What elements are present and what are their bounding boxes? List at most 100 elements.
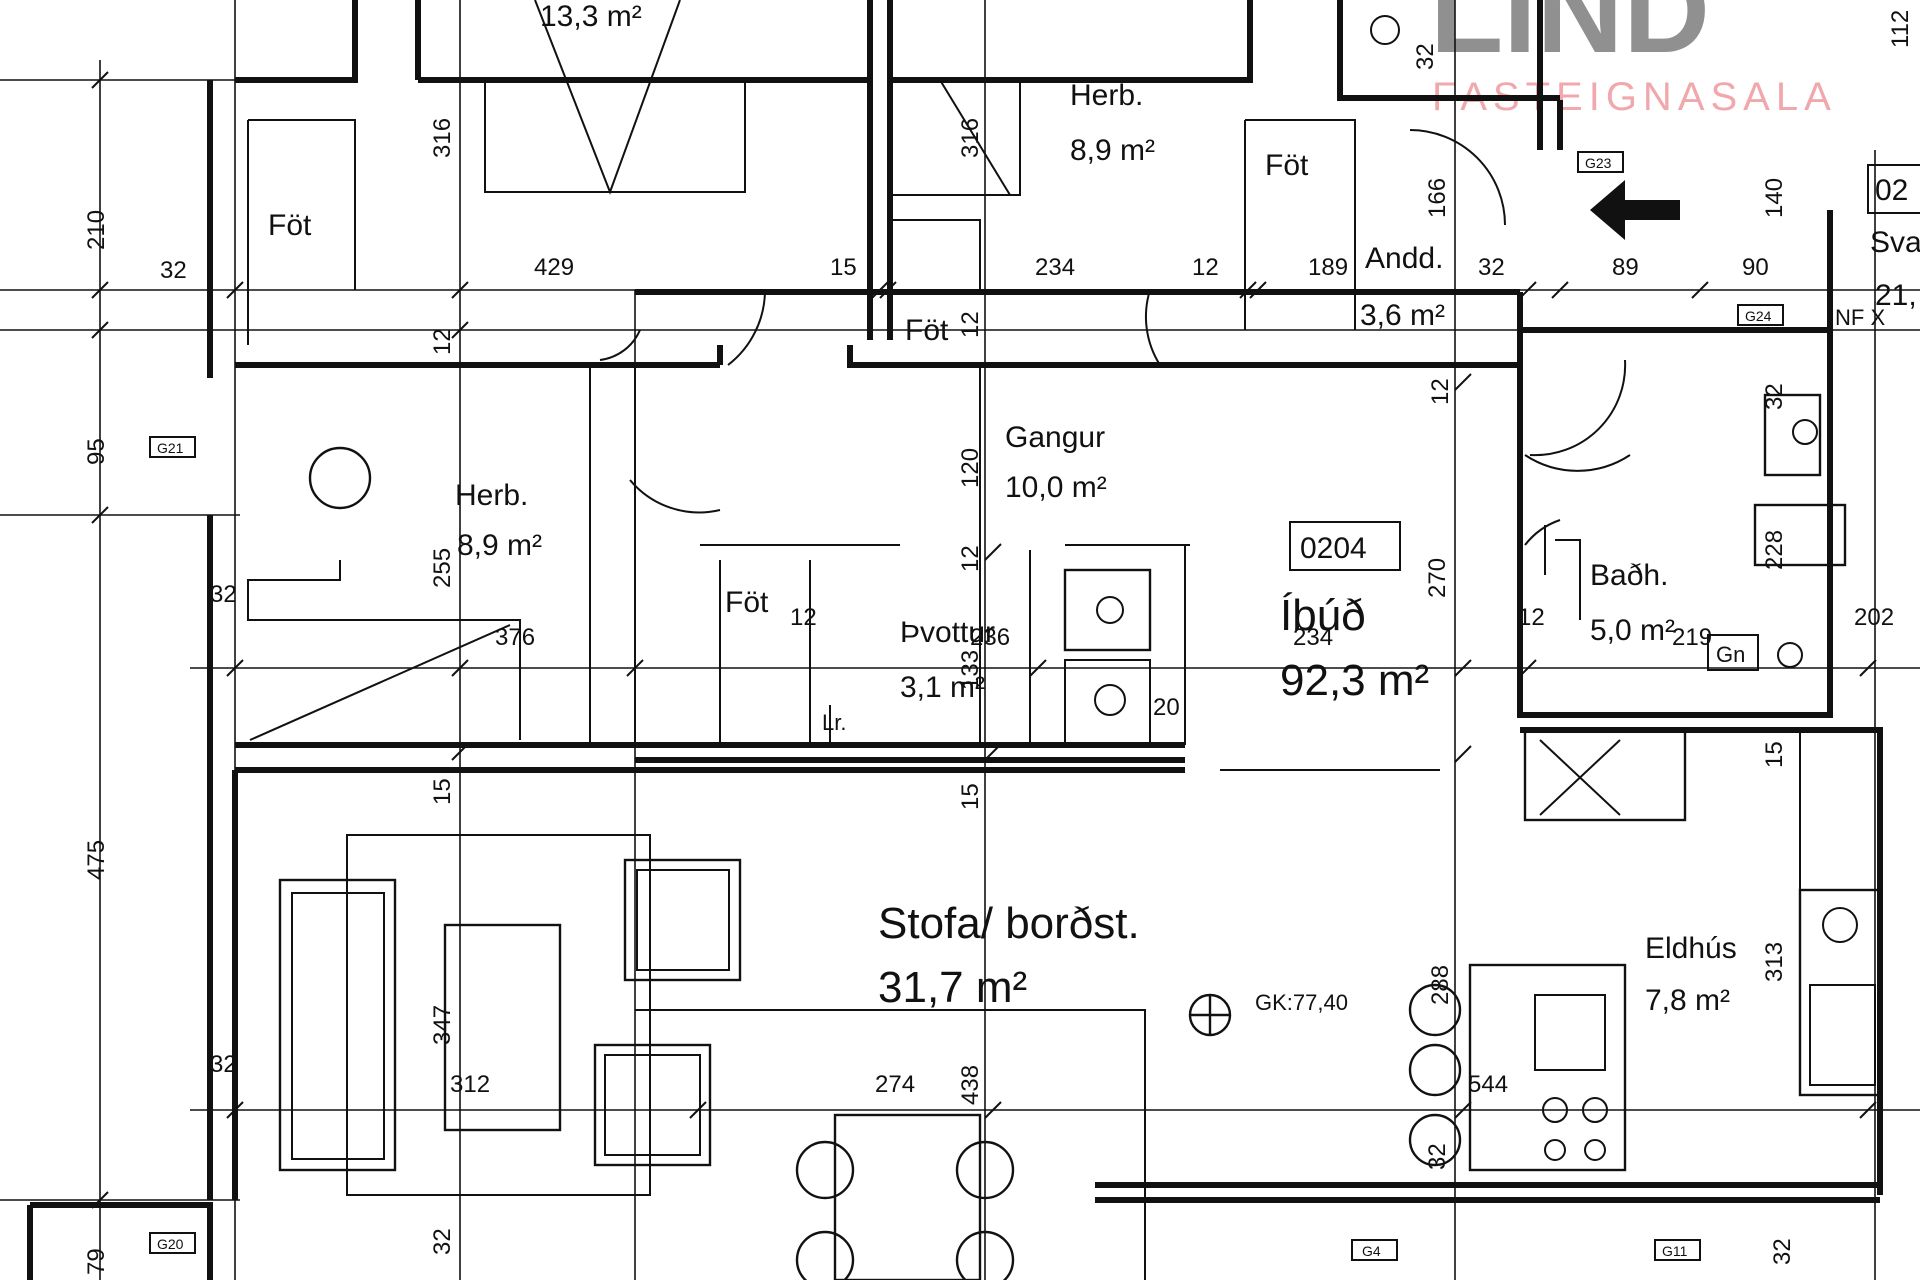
andd-area: 3,6 m² — [1360, 299, 1445, 332]
unit-name: Íbúð — [1280, 591, 1366, 640]
dim-label: 429 — [534, 254, 574, 281]
dim-label: 90 — [1742, 254, 1769, 281]
dim-label: 544 — [1468, 1071, 1508, 1098]
walls — [27, 0, 1883, 1280]
dim-label: 270 — [1424, 558, 1451, 598]
dim-label: 312 — [450, 1071, 490, 1098]
herb-left-area: 8,9 m² — [457, 529, 542, 562]
tag-label: G11 — [1662, 1243, 1688, 1259]
dim-label: 202 — [1854, 604, 1894, 631]
partitions — [247, 119, 1546, 771]
dim-label: 219 — [1672, 624, 1712, 651]
tag-label: G21 — [157, 440, 184, 456]
dim-label: 140 — [1761, 178, 1788, 218]
dim-label: 32 — [1412, 43, 1439, 70]
entry-arrow-icon — [1590, 180, 1680, 240]
dim-label: 475 — [83, 840, 110, 880]
tag-box — [149, 1232, 196, 1254]
lr-label: Lr. — [822, 710, 846, 735]
gn-label: Gn — [1716, 642, 1745, 667]
herb-left-name: Herb. — [455, 479, 528, 512]
tag-box — [1654, 1239, 1701, 1261]
nf-label: NF X — [1835, 305, 1885, 330]
dim-label: 32 — [429, 1228, 456, 1255]
dim-label: 15 — [957, 783, 984, 810]
dim-label: 15 — [830, 254, 857, 281]
stofa-name: Stofa/ borðst. — [878, 899, 1140, 948]
dim-label: 12 — [1518, 604, 1545, 631]
dim-label: 120 — [957, 448, 984, 488]
dim-label: 32 — [1424, 1143, 1451, 1170]
dim-label: 438 — [957, 1065, 984, 1105]
logo-wordmark: LIND — [1430, 0, 1710, 78]
fot-label: Föt — [1265, 149, 1309, 182]
dim-label: 274 — [875, 1071, 915, 1098]
round-fixture — [308, 446, 372, 510]
svalir-code: 02 — [1875, 174, 1908, 207]
tag-box — [1737, 304, 1784, 326]
unit-area: 92,3 m² — [1280, 656, 1429, 705]
fot-label: Föt — [905, 314, 949, 347]
dim-label: 288 — [1427, 965, 1454, 1005]
unit-code: 0204 — [1300, 532, 1367, 565]
dim-label: 112 — [1887, 10, 1914, 48]
dim-label: 32 — [1761, 383, 1788, 410]
eldhus-area: 7,8 m² — [1645, 984, 1730, 1017]
gk-level: GK:77,40 — [1255, 990, 1348, 1015]
dim-label: 234 — [1035, 254, 1075, 281]
level-marker-icon — [1188, 993, 1232, 1037]
dim-label: 12 — [957, 311, 984, 338]
wet-fixtures — [1063, 15, 1847, 746]
dim-label: 32 — [210, 1051, 237, 1078]
dim-label: 12 — [790, 604, 817, 631]
dim-label: 166 — [1424, 178, 1451, 218]
stair-diagonal — [249, 624, 511, 741]
stofa-area: 31,7 m² — [878, 963, 1027, 1012]
badh-name: Baðh. — [1590, 559, 1668, 592]
thvottur-name: Þvottur — [900, 616, 995, 649]
dim-label: 12 — [957, 545, 984, 572]
dim-label: 12 — [1427, 378, 1454, 405]
dim-label: 236 — [970, 624, 1010, 651]
andd-name: Andd. — [1365, 242, 1443, 275]
gangur-name: Gangur — [1005, 421, 1105, 454]
top-room-area: 13,3 m² — [540, 0, 642, 33]
tag-box — [1577, 151, 1624, 173]
badh-area: 5,0 m² — [1590, 614, 1675, 647]
dim-label: 79 — [83, 1248, 110, 1275]
tag-label: G20 — [157, 1236, 184, 1252]
fot-label: Föt — [268, 209, 312, 242]
dim-label: 316 — [429, 118, 456, 158]
living-furniture — [278, 834, 1146, 1280]
dim-label: 95 — [83, 438, 110, 465]
dim-label: 228 — [1761, 530, 1788, 570]
svalir-code-box — [1867, 164, 1920, 214]
dim-label: 15 — [1761, 741, 1788, 768]
dim-label: 15 — [429, 778, 456, 805]
dim-label: 12 — [1192, 254, 1219, 281]
dim-label: 32 — [1478, 254, 1505, 281]
dim-label: 32 — [210, 581, 237, 608]
eldhus-name: Eldhús — [1645, 932, 1737, 965]
dim-label: 133 — [957, 650, 984, 690]
dim-label: 347 — [429, 1005, 456, 1045]
dim-label: 234 — [1293, 624, 1333, 651]
tag-box — [149, 436, 196, 458]
door-swings — [599, 129, 1631, 546]
dim-label: 89 — [1612, 254, 1639, 281]
dim-label: 20 — [1153, 694, 1180, 721]
dim-label: 210 — [83, 210, 110, 250]
fot-label: Föt — [725, 586, 769, 619]
dim-label: 316 — [957, 118, 984, 158]
tag-label: G4 — [1362, 1243, 1381, 1259]
thvottur-area: 3,1 m² — [900, 671, 985, 704]
beds — [484, 0, 1021, 290]
dim-label: 376 — [495, 624, 535, 651]
dim-label: 189 — [1308, 254, 1348, 281]
dim-label: 313 — [1761, 942, 1788, 982]
dim-label: 12 — [429, 328, 456, 355]
svalir-area: 21, — [1875, 279, 1917, 312]
unit-code-box — [1289, 521, 1401, 571]
dim-label: 32 — [1769, 1238, 1796, 1265]
